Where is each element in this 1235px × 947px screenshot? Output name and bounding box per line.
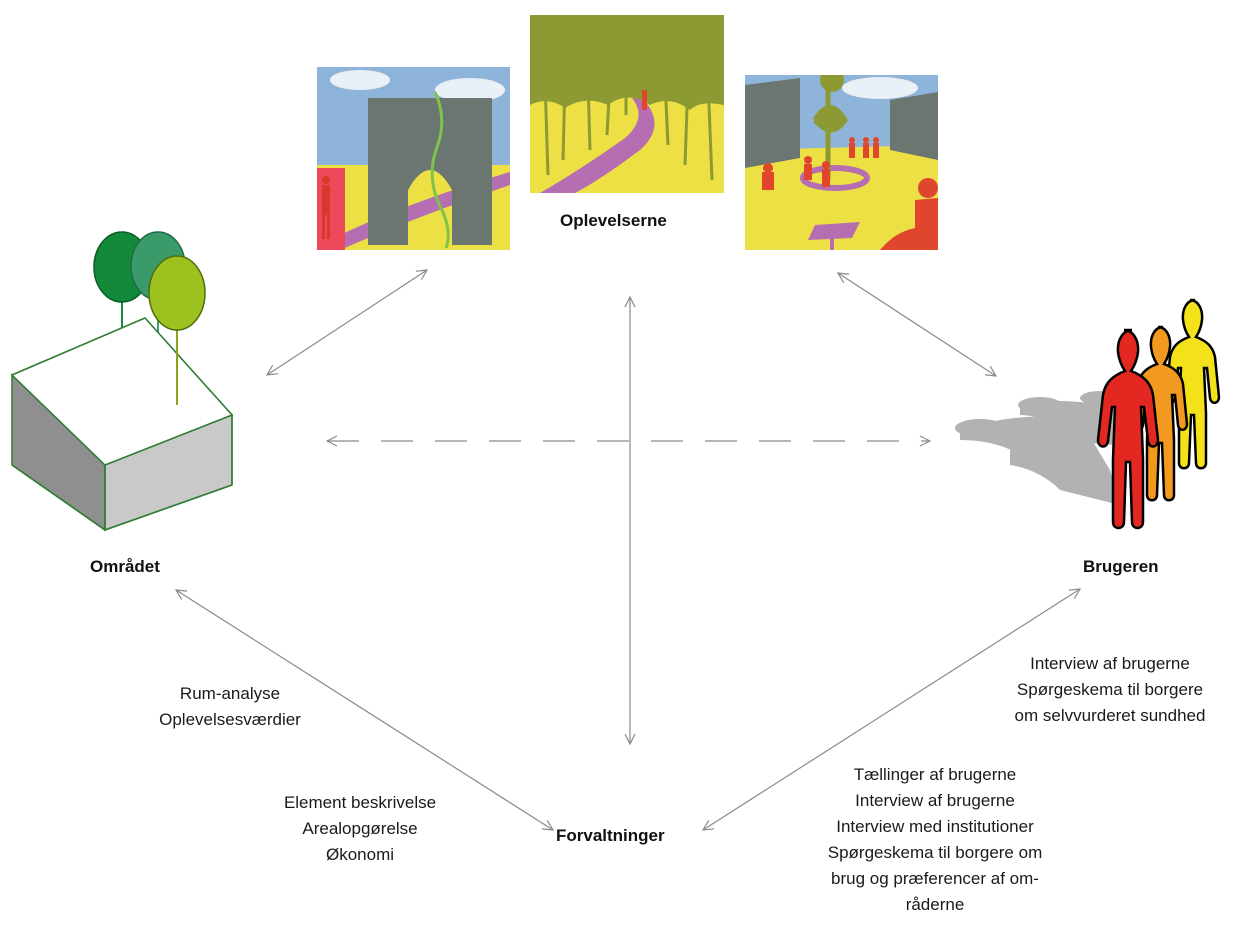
note-line: Økonomi xyxy=(325,845,395,864)
connector-arrows xyxy=(176,270,1080,830)
area-illustration xyxy=(10,231,234,532)
experience-image-plaza xyxy=(745,75,938,250)
note-line: Interview af brugerne xyxy=(855,791,1015,810)
node-label-users: Brugeren xyxy=(1083,557,1159,576)
note-user-management: Tællinger af brugerne Interview af bruge… xyxy=(790,762,1080,918)
note-line: om selvvurderet sundhed xyxy=(1014,706,1206,725)
arrow-area-administrations xyxy=(176,590,553,830)
note-line: brug og præferencer af om- xyxy=(831,869,1039,888)
experience-image-arch xyxy=(317,67,510,250)
person-orange-icon xyxy=(1132,325,1189,502)
tree-light-icon xyxy=(148,255,206,331)
experience-image-forest xyxy=(530,15,724,193)
node-label-experiences: Oplevelserne xyxy=(560,211,667,230)
note-line: Spørgeskema til borgere xyxy=(1016,680,1204,699)
note-area-analysis: Rum-analyse Oplevelsesværdier xyxy=(100,681,360,733)
arrow-users-administrations xyxy=(703,589,1080,830)
person-red-icon xyxy=(1096,328,1160,530)
arrow-experiences-users xyxy=(838,273,996,376)
note-line: råderne xyxy=(905,895,965,914)
note-line: Tællinger af brugerne xyxy=(853,765,1017,784)
note-line: Interview med institutioner xyxy=(836,817,1034,836)
people-shadow xyxy=(955,391,1140,505)
note-line: Oplevelsesværdier xyxy=(159,710,301,729)
note-area-management: Element beskrivelse Arealopgørelse Økono… xyxy=(230,790,490,868)
note-line: Spørgeskema til borgere om xyxy=(827,843,1043,862)
note-user-experience: Interview af brugerne Spørgeskema til bo… xyxy=(990,651,1230,729)
users-illustration xyxy=(955,298,1221,530)
node-label-administrations: Forvaltninger xyxy=(556,826,665,845)
note-line: Interview af brugerne xyxy=(1030,654,1190,673)
arrow-area-experiences xyxy=(267,270,427,375)
node-label-area: Området xyxy=(90,557,160,576)
note-line: Element beskrivelse xyxy=(283,793,437,812)
note-line: Arealopgørelse xyxy=(302,819,418,838)
note-line: Rum-analyse xyxy=(179,684,281,703)
